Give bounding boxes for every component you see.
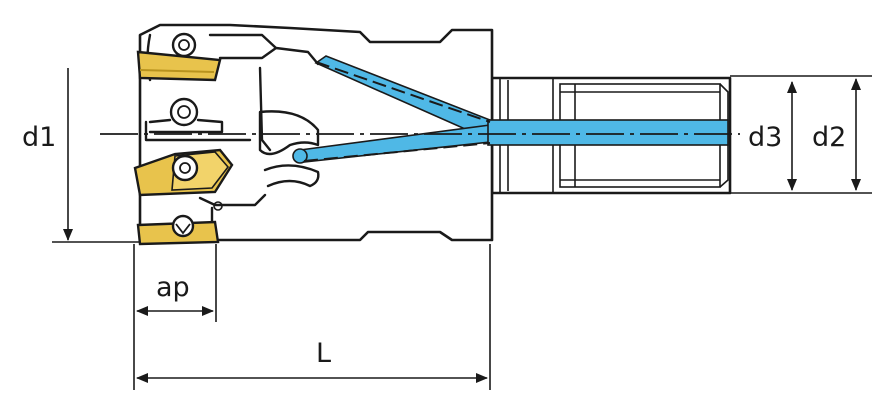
insert-screw-middle: [171, 154, 199, 182]
label-d2: d2: [812, 122, 846, 153]
insert-screw-bottom: [171, 214, 195, 238]
insert-screw-top: [171, 32, 197, 58]
insert-screw-upper: [148, 97, 224, 134]
label-ap: ap: [156, 272, 190, 303]
pin-icon: [213, 201, 223, 211]
dimension-d3: d3: [748, 81, 797, 191]
dimension-ap: ap: [133, 244, 217, 390]
dimension-d2: d2: [730, 75, 872, 194]
label-d1: d1: [22, 122, 56, 153]
label-L: L: [316, 338, 331, 369]
insert-top: [136, 50, 222, 82]
label-d3: d3: [748, 122, 782, 153]
dimension-d1: d1: [22, 68, 140, 243]
dimension-L: L: [136, 244, 491, 390]
